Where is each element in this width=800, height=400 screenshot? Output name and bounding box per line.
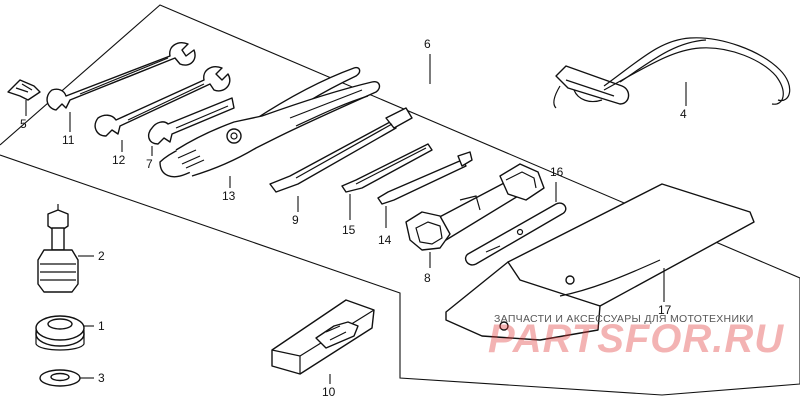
callout-11: 11	[62, 133, 75, 147]
callout-12: 12	[112, 153, 126, 167]
callout-15: 15	[342, 223, 356, 237]
part-13-pliers[interactable]	[159, 66, 381, 178]
callout-13: 13	[222, 189, 236, 203]
part-15-screwdriver-blade[interactable]	[341, 143, 433, 193]
callout-14: 14	[378, 233, 392, 247]
part-4-pin-with-cord[interactable]	[553, 37, 791, 109]
callout-4: 4	[680, 107, 687, 121]
callout-3: 3	[98, 371, 105, 385]
callout-7: 7	[146, 157, 153, 171]
callout-10: 10	[322, 385, 336, 399]
part-10-tool-box[interactable]	[271, 299, 375, 375]
callout-1: 1	[98, 319, 105, 333]
callout-6: 6	[424, 37, 431, 51]
callout-5: 5	[20, 117, 27, 131]
part-7-wrench[interactable]	[147, 97, 235, 145]
kit-boundary-outline	[0, 4, 800, 396]
part-5-clip[interactable]	[7, 79, 41, 101]
part-12-wrench[interactable]	[94, 66, 231, 137]
part-8-socket-wrench[interactable]	[405, 163, 545, 251]
watermark-tagline: ЗАПЧАСТИ И АКСЕССУАРЫ ДЛЯ МОТОТЕХНИКИ	[494, 313, 754, 325]
part-3-washer[interactable]	[39, 369, 81, 387]
part-1-nut[interactable]	[35, 315, 85, 351]
callout-9: 9	[292, 213, 299, 227]
callout-8: 8	[424, 271, 431, 285]
callout-16: 16	[550, 165, 564, 179]
part-17-tool-bag[interactable]	[445, 183, 755, 341]
part-2-spark-plug[interactable]	[37, 204, 79, 293]
callout-2: 2	[98, 249, 105, 263]
part-14-phillips-blade[interactable]	[377, 151, 473, 205]
part-16-bar[interactable]	[464, 202, 567, 266]
part-11-wrench[interactable]	[46, 42, 196, 111]
watermark-brand: PARTSFOR.RU	[488, 317, 784, 361]
part-9-screwdriver[interactable]	[269, 107, 413, 193]
callout-17: 17	[658, 303, 672, 317]
